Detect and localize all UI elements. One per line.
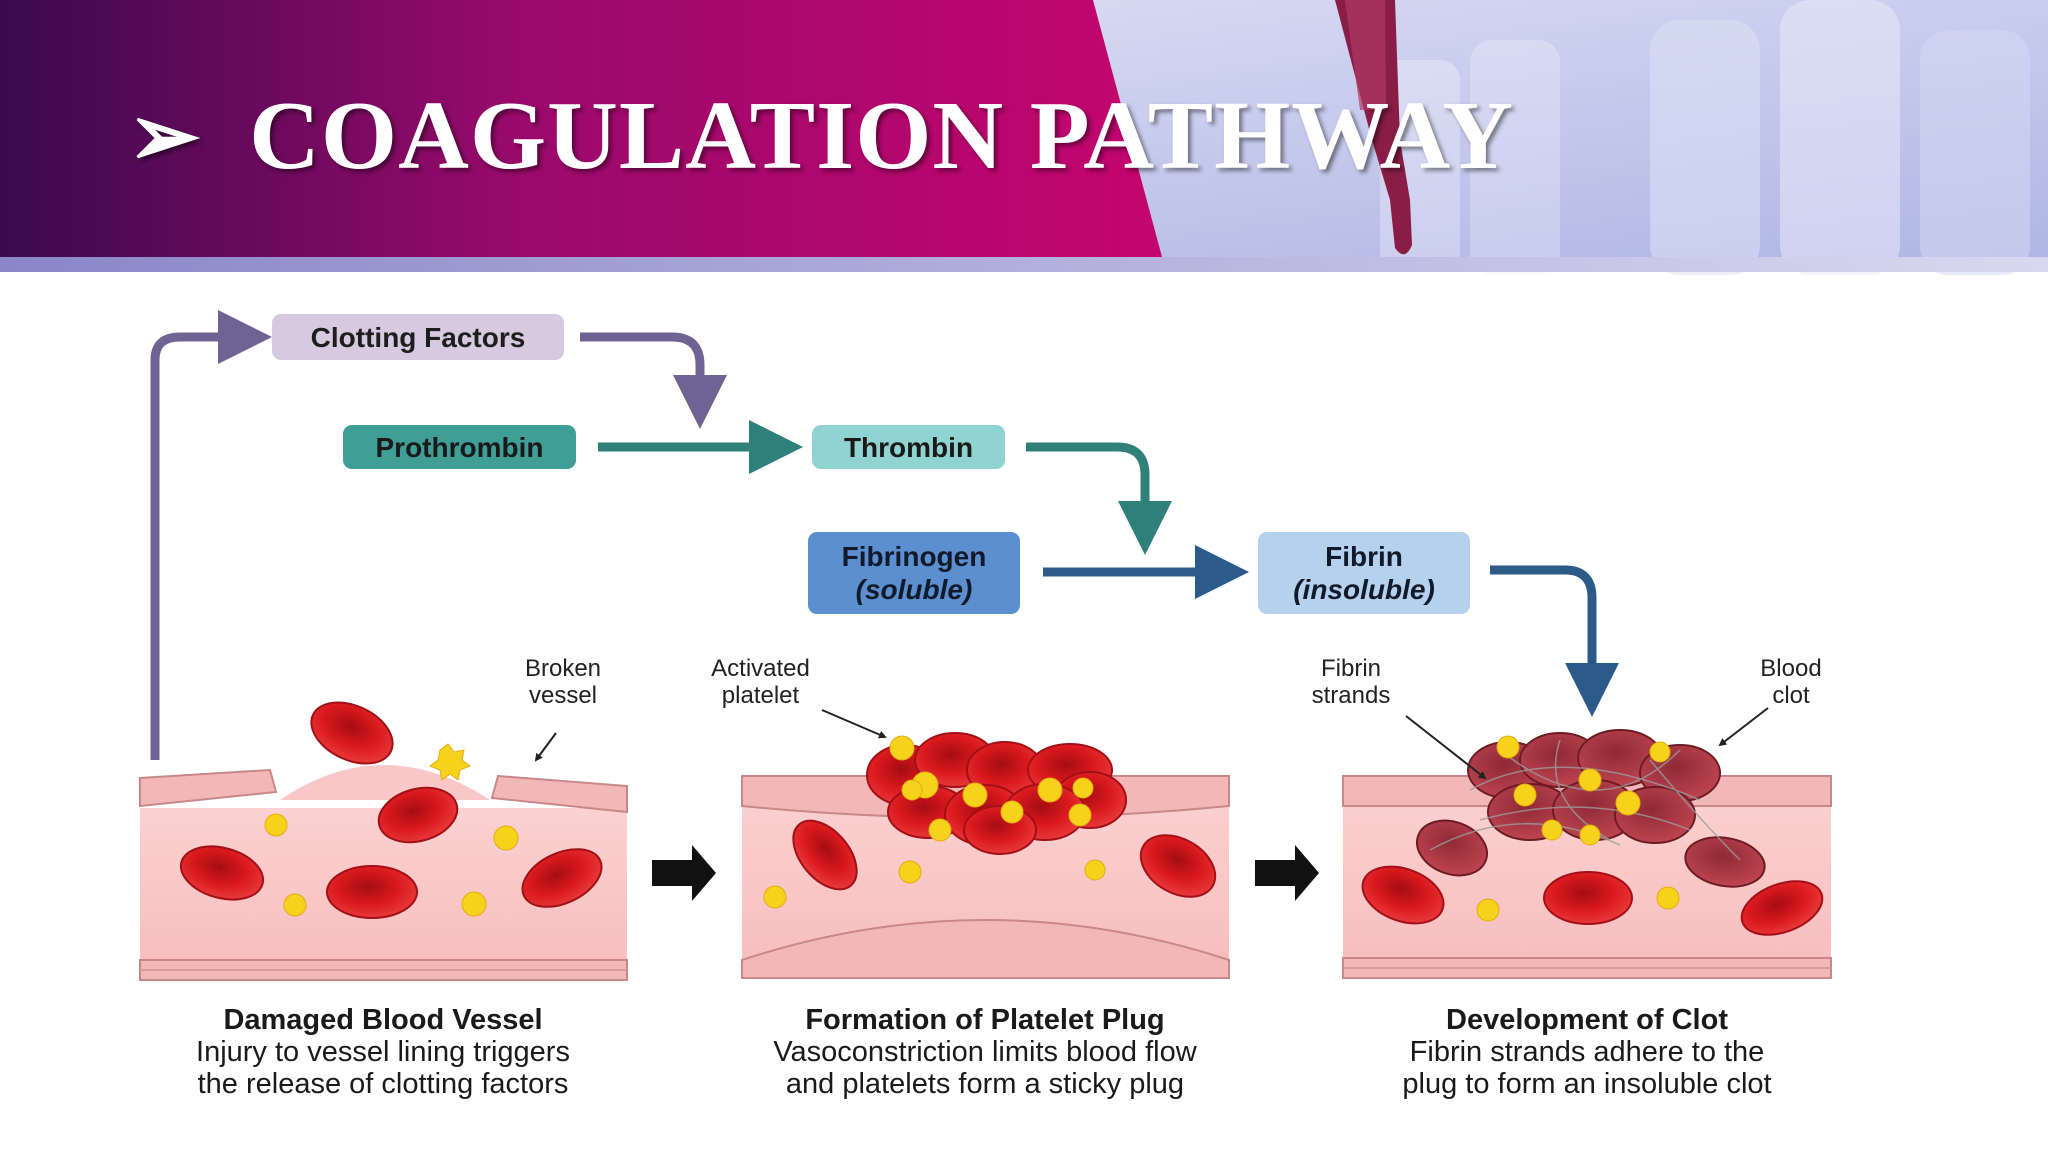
arrow-vessel-to-clotting-factors	[150, 310, 272, 760]
platelets	[264, 743, 519, 917]
stage-caption-damaged-vessel: Damaged Blood Vessel Injury to vessel li…	[103, 1004, 663, 1100]
activated-platelets	[1496, 735, 1671, 846]
callout-broken-vessel	[534, 732, 557, 762]
stage-caption-platelet-plug: Formation of Platelet Plug Vasoconstrict…	[705, 1004, 1265, 1100]
header-accent-strip	[0, 257, 2048, 272]
broken-vessel-wall-left	[139, 768, 278, 808]
stage-description-line: the release of clotting factors	[197, 1068, 569, 1100]
clot-cells	[1416, 729, 1766, 888]
broken-vessel-label: Broken vessel	[524, 655, 602, 709]
stage-description-line: plug to form an insoluble clot	[1402, 1068, 1772, 1100]
fibrinogen-box: Fibrinogen (soluble)	[808, 532, 1020, 614]
header-title-band	[0, 0, 1162, 257]
next-stage-arrow-1	[652, 845, 716, 901]
header-banner	[0, 0, 2048, 275]
thrombin-box: Thrombin	[812, 425, 1005, 469]
fibrin-strands-label: Fibrin strands	[1311, 655, 1391, 709]
callout-lines	[534, 707, 1769, 780]
arrow-clotting-factors-to-thrombin	[580, 332, 727, 429]
prothrombin-box: Prothrombin	[343, 425, 576, 469]
pipette-image	[1335, 0, 1412, 255]
stage-title: Damaged Blood Vessel	[223, 1004, 543, 1036]
prothrombin-label: Prothrombin	[375, 431, 544, 463]
broken-vessel-wall-right	[490, 774, 628, 814]
stage-description-line: and platelets form a sticky plug	[785, 1068, 1185, 1100]
lab-glassware-image	[1380, 0, 2030, 275]
fibrin-state: (insoluble)	[1293, 574, 1435, 605]
red-blood-cells	[179, 701, 603, 919]
fibrin-box: Fibrin (insoluble)	[1258, 532, 1470, 614]
stage-platelet-plug-illustration	[741, 732, 1230, 979]
page-title: ➢ COAGULATION PATHWAY	[128, 80, 1514, 192]
red-blood-cells	[1361, 865, 1824, 936]
activated-platelet-label: Activated platelet	[711, 655, 810, 709]
stage-title: Development of Clot	[1446, 1004, 1728, 1036]
page-title-text: COAGULATION PATHWAY	[249, 82, 1515, 190]
platelets	[1476, 886, 1680, 922]
stage-clot-illustration	[1342, 729, 1832, 979]
red-blood-cells	[792, 819, 1217, 898]
vessel-wall-bottom-constricted	[741, 919, 1230, 979]
clotting-factors-label: Clotting Factors	[310, 321, 526, 353]
fibrin-label: Fibrin	[1325, 541, 1403, 572]
arrow-thrombin-to-fibrin-step	[1026, 442, 1172, 555]
stage-description-line: Fibrin strands adhere to the	[1409, 1036, 1765, 1068]
arrow-bullet-icon: ➢	[128, 88, 202, 184]
thrombin-label: Thrombin	[843, 431, 974, 463]
stage-description-line: Vasoconstriction limits blood flow	[773, 1036, 1197, 1068]
clotting-factors-box: Clotting Factors	[272, 314, 564, 360]
fibrinogen-label: Fibrinogen	[841, 541, 987, 572]
activated-platelets	[889, 735, 1094, 842]
next-stage-arrow-2	[1255, 845, 1319, 901]
stage-damaged-vessel-illustration	[139, 701, 628, 981]
stage-description-line: Injury to vessel lining triggers	[196, 1036, 570, 1068]
callout-fibrin-strands	[1405, 715, 1487, 780]
arrow-fibrin-to-clot	[1490, 565, 1619, 717]
stage-caption-clot: Development of Clot Fibrin strands adher…	[1307, 1004, 1867, 1100]
callout-blood-clot	[1718, 707, 1769, 747]
platelets	[763, 859, 1106, 909]
fibrinogen-state: (soluble)	[855, 574, 973, 605]
stage-title: Formation of Platelet Plug	[805, 1004, 1165, 1036]
callout-activated-platelet	[821, 709, 887, 739]
blood-clot-label: Blood clot	[1760, 655, 1822, 709]
flow-arrows	[150, 310, 1619, 760]
